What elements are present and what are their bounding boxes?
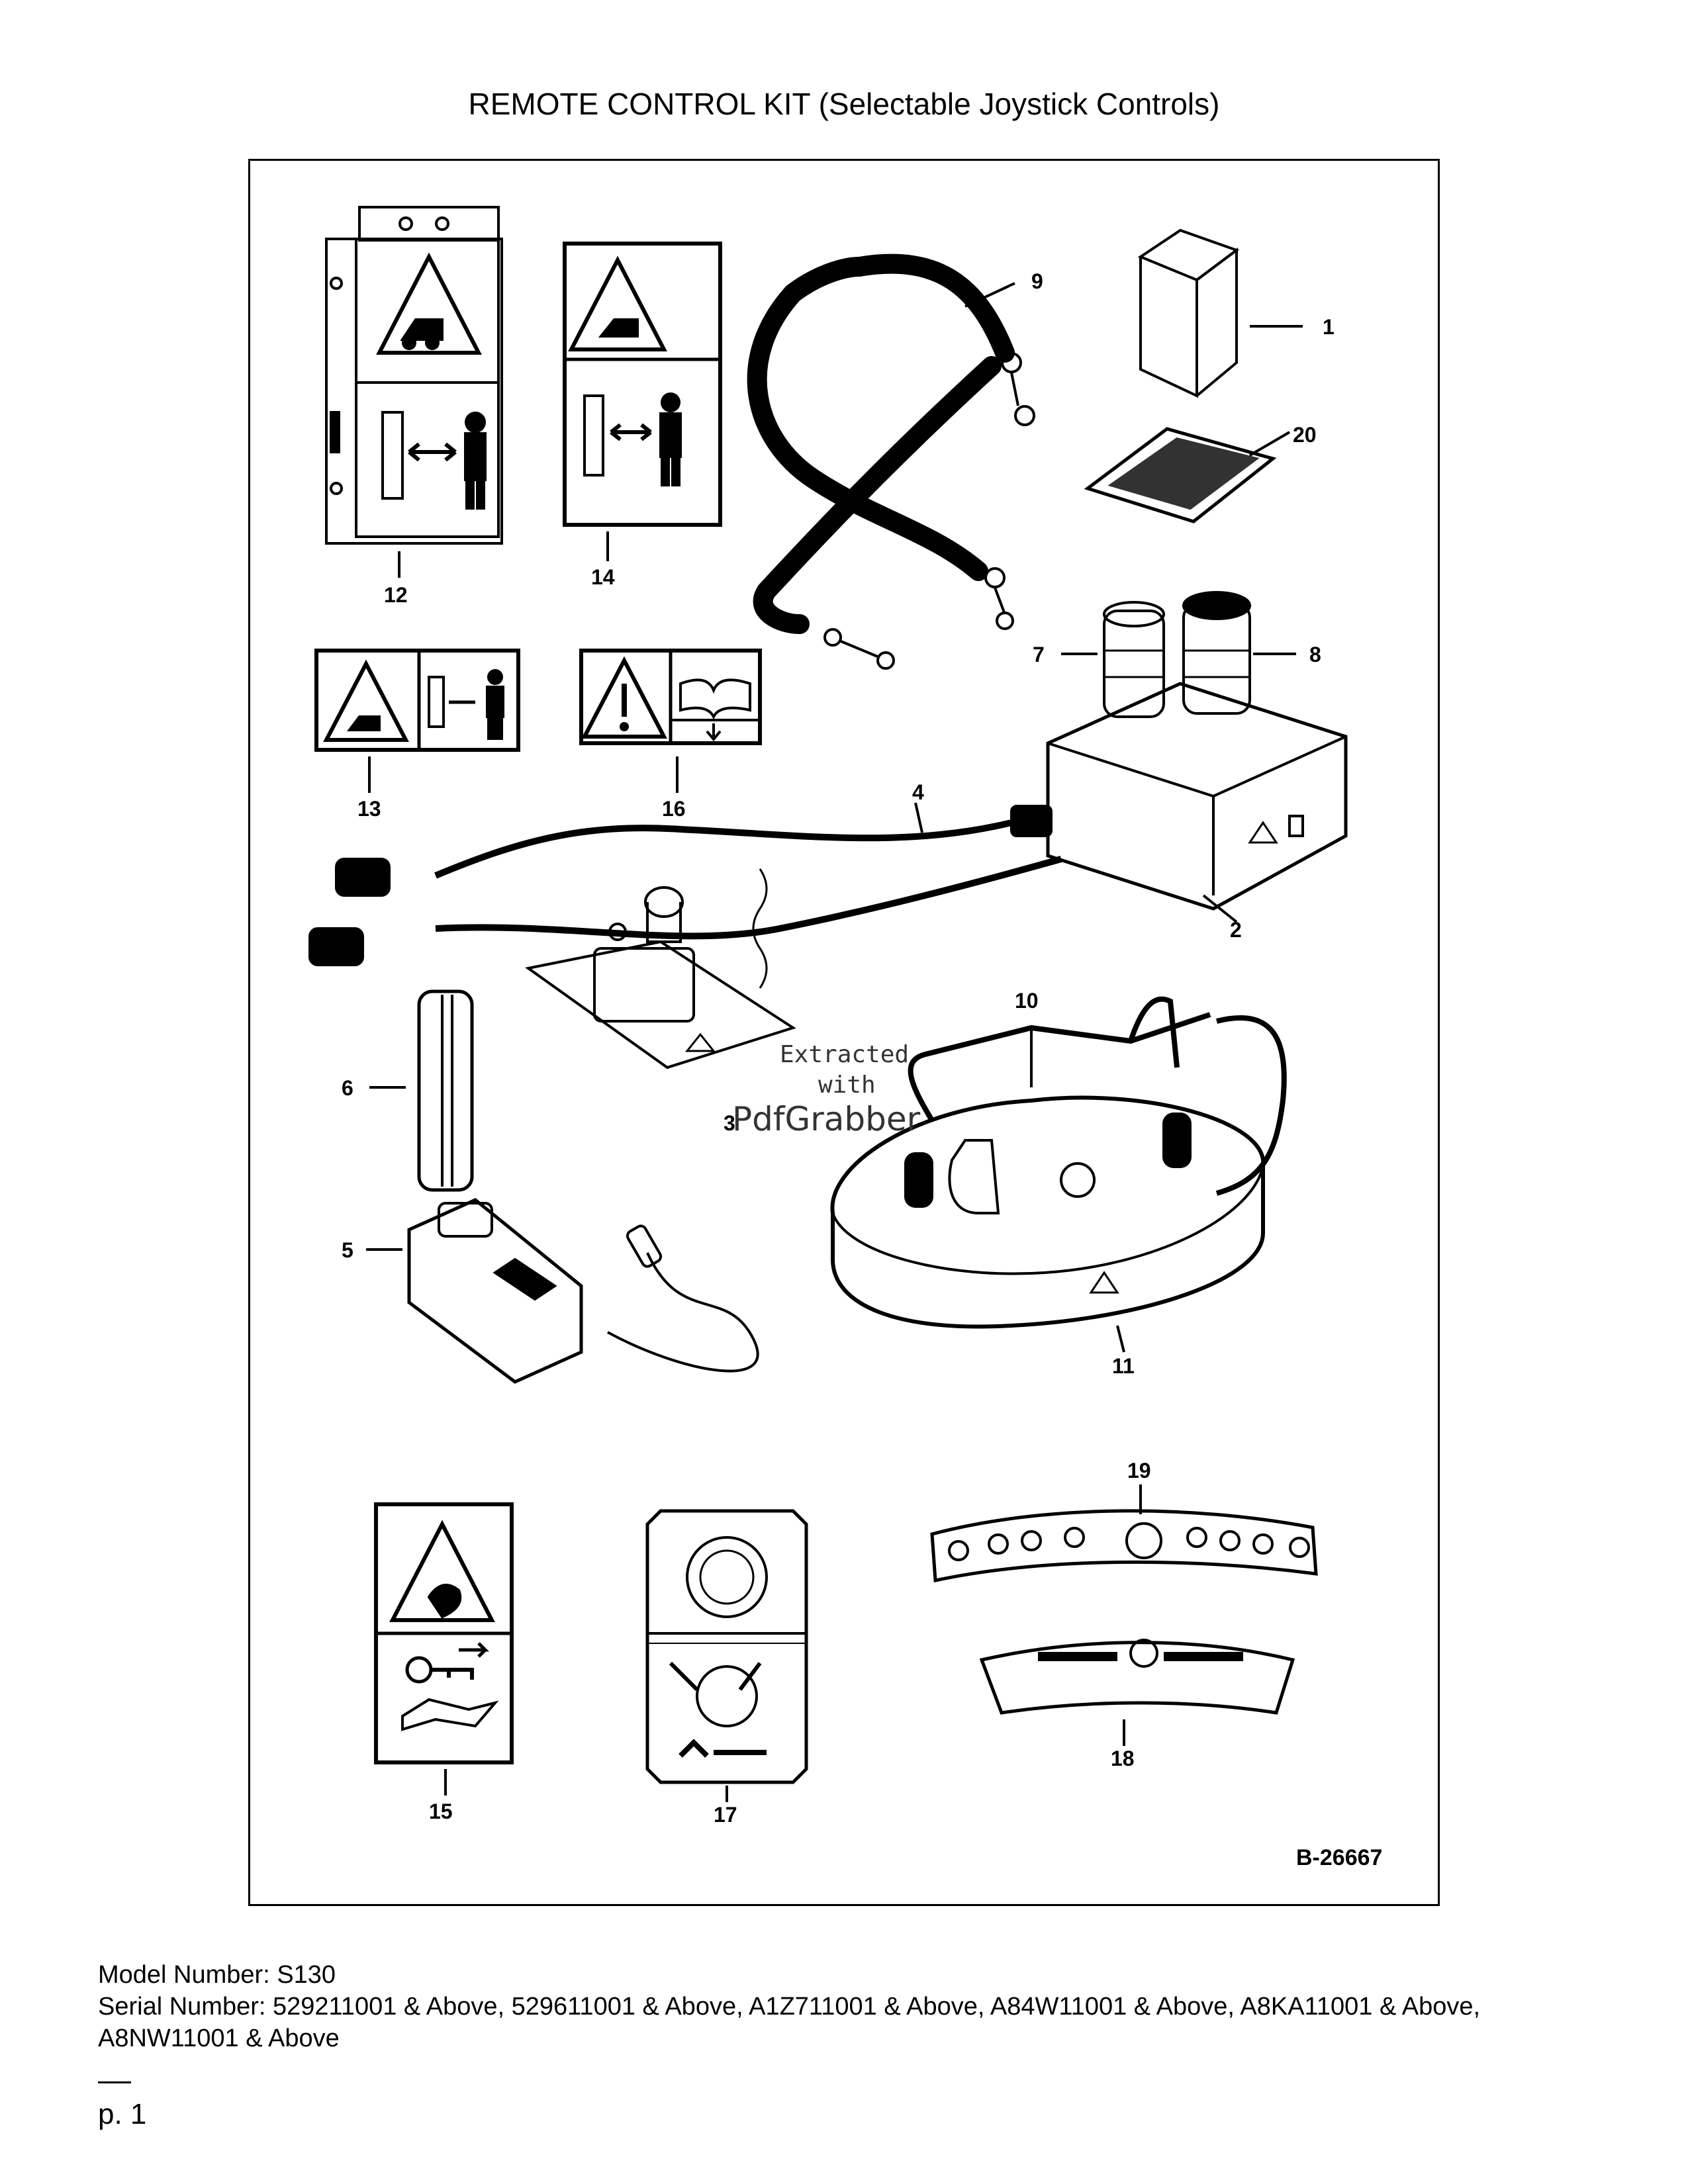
panel-3-illustration [525, 886, 796, 1069]
cable-4-illustration [308, 802, 1062, 989]
diagram-id: B-26667 [1296, 1845, 1382, 1870]
model-number: Model Number: S130 [98, 1961, 336, 1989]
overlay-18-illustration [979, 1639, 1295, 1746]
decal-15-illustration [374, 1502, 514, 1796]
callout-18: 18 [1111, 1747, 1135, 1770]
callout-6: 6 [342, 1076, 353, 1100]
callout-14: 14 [591, 565, 615, 589]
callout-10: 10 [1015, 989, 1039, 1013]
strap-9-illustration [747, 253, 1035, 670]
box-1-illustration [1137, 228, 1303, 398]
watermark-brand: PdfGrabber [732, 1100, 921, 1138]
page-number: p. 1 [98, 2098, 147, 2130]
page-title: REMOTE CONTROL KIT (Selectable Joystick … [468, 87, 1220, 121]
callout-13: 13 [357, 797, 381, 821]
callout-4: 4 [912, 780, 924, 804]
callout-5: 5 [342, 1238, 353, 1262]
parts-diagram: 1 2 3 4 5 6 7 8 9 10 11 12 13 14 15 16 1… [308, 206, 1382, 1870]
callout-7: 7 [1033, 643, 1045, 666]
callout-8: 8 [1309, 643, 1321, 666]
callout-9: 9 [1031, 269, 1043, 293]
control-box-2-illustration [1046, 591, 1348, 923]
parts-diagram-frame: 1 2 3 4 5 6 7 8 9 10 11 12 13 14 15 16 1… [248, 159, 1440, 1906]
callout-20: 20 [1293, 423, 1317, 447]
callout-3: 3 [724, 1111, 735, 1135]
card-20-illustration [1084, 427, 1291, 523]
decal-14-illustration [563, 242, 722, 561]
callout-1: 1 [1323, 315, 1335, 339]
watermark-line2: with [818, 1071, 876, 1099]
callout-17: 17 [714, 1803, 737, 1827]
decal-16-illustration [579, 649, 762, 793]
callout-labels: 1 2 3 4 5 6 7 8 9 10 11 12 13 14 15 16 1… [342, 269, 1335, 1827]
callout-15: 15 [429, 1799, 453, 1823]
battery-6-illustration [369, 989, 474, 1192]
callout-12: 12 [384, 583, 408, 607]
decal-13-illustration [314, 649, 520, 793]
remote-11-illustration [830, 996, 1287, 1353]
page-divider [98, 2081, 131, 2083]
watermark-line1: Extracted [780, 1041, 909, 1068]
serial-number: Serial Number: 529211001 & Above, 529611… [98, 1993, 1481, 2052]
decal-12-illustration [325, 206, 503, 578]
charger-5-illustration [366, 1198, 759, 1384]
overlay-19-illustration [930, 1484, 1318, 1583]
callout-19: 19 [1127, 1459, 1151, 1482]
plate-17-illustration [645, 1509, 808, 1802]
watermark: Extracted with PdfGrabber [732, 1041, 921, 1138]
callout-2: 2 [1230, 918, 1242, 942]
callout-16: 16 [662, 797, 686, 821]
callout-11: 11 [1112, 1354, 1135, 1378]
